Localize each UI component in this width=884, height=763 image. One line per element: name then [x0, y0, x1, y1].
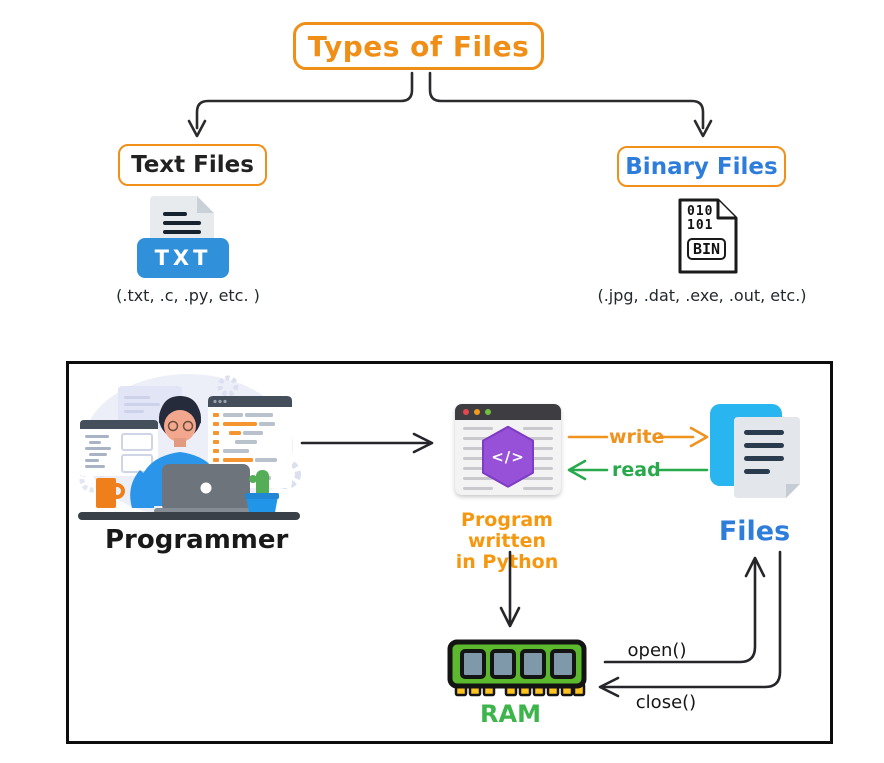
txt-text-line [163, 221, 201, 225]
write-arrowhead [689, 426, 709, 448]
text-files-label: Text Files [131, 152, 254, 178]
window-dot-green [485, 409, 491, 415]
write-read-arrows [567, 426, 709, 481]
ram-icon [447, 639, 587, 697]
close-label: close() [635, 692, 697, 713]
ram-label: RAM [480, 700, 541, 728]
files-label: Files [718, 516, 791, 547]
binary-files-examples: (.jpg, .dat, .exe, .out, etc.) [597, 286, 807, 305]
program-caption-line1: Program written [461, 509, 553, 552]
layout-window [80, 420, 158, 476]
open-label: open() [627, 640, 687, 661]
program-window: </> [455, 404, 561, 495]
code-lines-right [523, 427, 553, 490]
files-folded-corner [786, 484, 800, 498]
types-of-files-title-box: Types of Files [293, 22, 544, 70]
text-files-examples: (.txt, .c, .py, etc. ) [116, 286, 260, 305]
write-label: write [609, 426, 665, 448]
program-caption-line2: in Python [455, 551, 559, 573]
program-caption: Program written in Python [427, 510, 587, 573]
txt-badge-text: TXT [154, 246, 212, 270]
code-lines-left [463, 427, 493, 490]
coffee-mug [96, 478, 125, 508]
close-arrow-line [602, 550, 782, 689]
bin-bits-line2: 101 [687, 218, 714, 233]
bin-badge: BIN [687, 238, 727, 260]
txt-file-icon: TXT [137, 196, 229, 278]
code-hexagon-icon: </> [480, 425, 536, 488]
program-window-titlebar [455, 404, 561, 420]
window-dot-orange [474, 409, 480, 415]
gear-icon [217, 375, 239, 397]
desk [78, 512, 300, 520]
tree-connector-arrows [187, 71, 713, 138]
bin-file-icon: 010 101 BIN [672, 196, 752, 276]
branch-left-arrowhead [187, 119, 207, 138]
window-dot-red [463, 409, 469, 415]
open-arrowhead [744, 556, 766, 578]
open-arrow-line [603, 560, 757, 664]
txt-folded-corner [197, 196, 214, 213]
binary-files-box: Binary Files [617, 146, 786, 187]
text-files-box: Text Files [118, 144, 267, 186]
binary-files-label: Binary Files [625, 153, 778, 180]
branch-left-line [195, 71, 414, 130]
code-glyph: </> [491, 447, 525, 466]
branch-right-arrowhead [693, 119, 713, 138]
programmer-illustration [78, 374, 301, 520]
txt-text-line [163, 230, 201, 234]
diagram-title: Types of Files [307, 29, 530, 63]
open-close-arrows [598, 550, 782, 698]
bin-bits-text: 010 101 [687, 205, 713, 233]
programmer-to-program-arrow [300, 432, 434, 454]
laptop [154, 464, 258, 514]
close-arrowhead [598, 676, 620, 698]
read-arrowhead [567, 459, 587, 481]
file-flow-panel: Programmer [66, 361, 833, 744]
files-icon [710, 404, 800, 498]
ram-chips [460, 649, 576, 679]
files-text-lines [744, 430, 784, 474]
txt-text-line [163, 212, 187, 216]
read-label: read [612, 459, 661, 481]
program-window-body: </> [455, 420, 561, 495]
txt-badge: TXT [137, 238, 229, 278]
programmer-label: Programmer [105, 525, 289, 555]
bin-bits-line1: 010 [687, 204, 714, 219]
program-to-ram-arrow [499, 550, 521, 628]
branch-right-line [428, 71, 705, 130]
